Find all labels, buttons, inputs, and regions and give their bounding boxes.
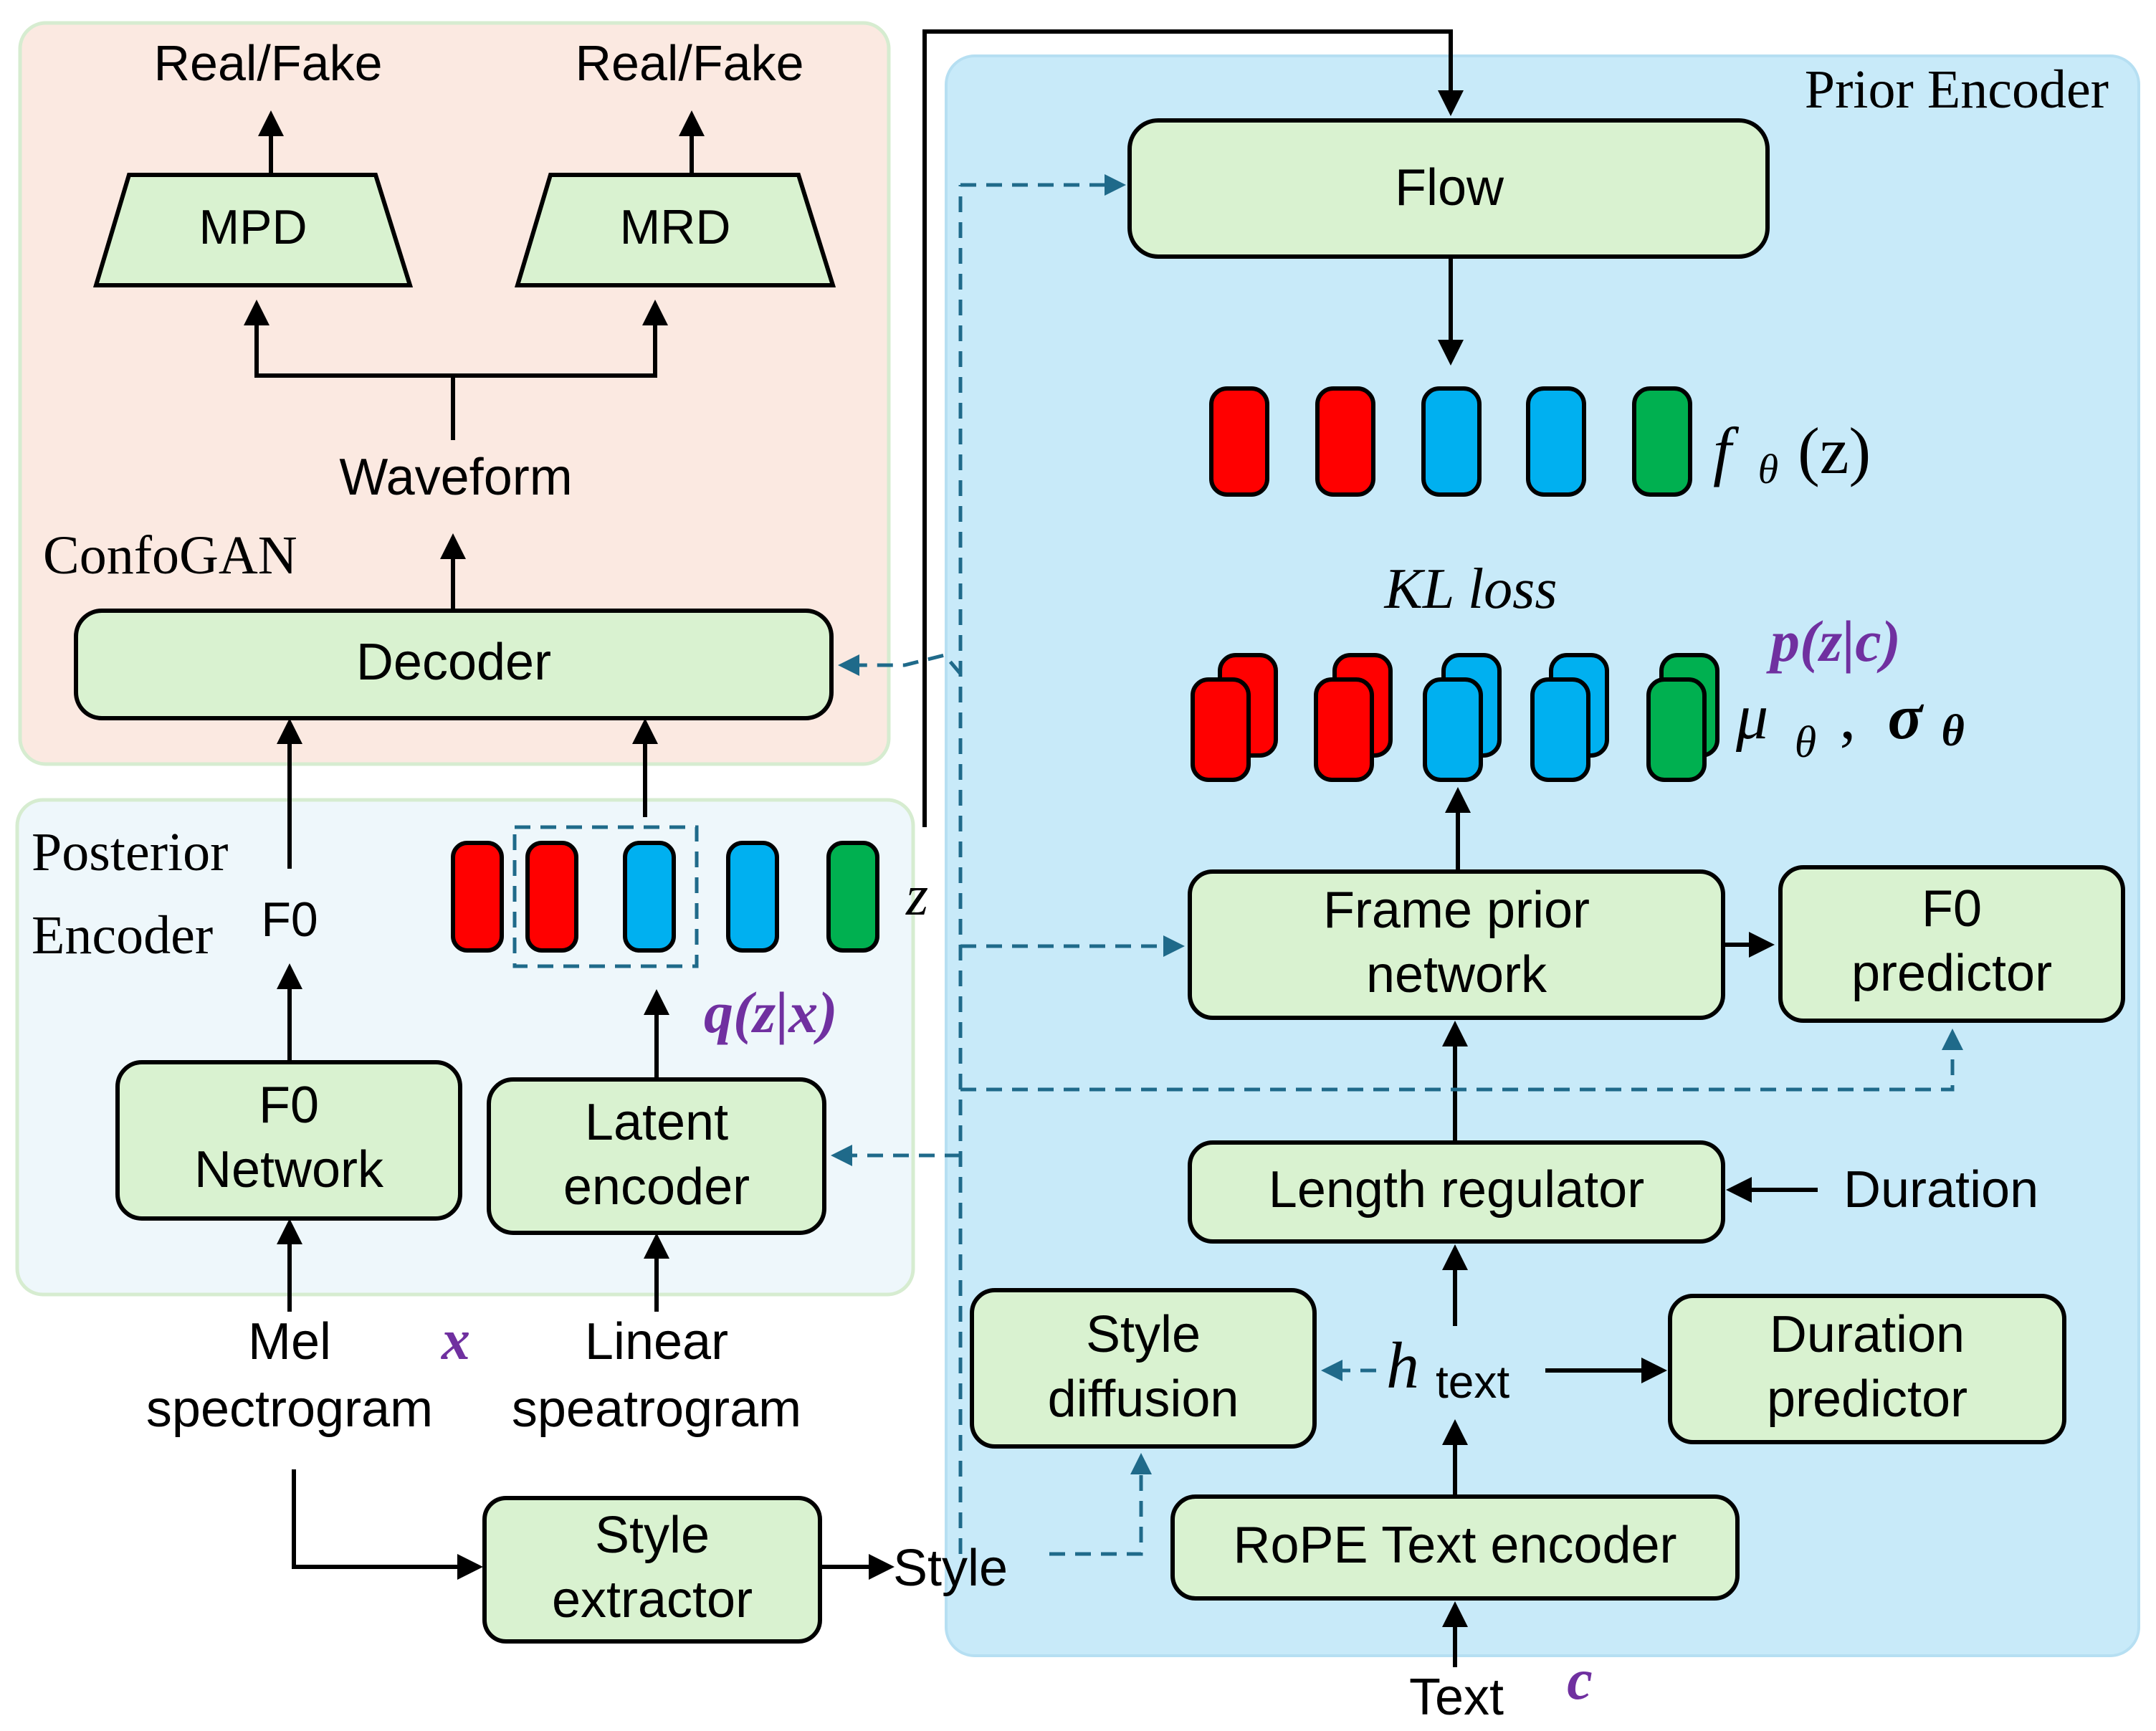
prior-token-front — [1191, 677, 1251, 782]
q-zx-label: q(z|x) — [704, 980, 838, 1045]
style-extractor-block — [482, 1496, 822, 1644]
c-label: c — [1567, 1649, 1593, 1712]
waveform-label: Waveform — [339, 449, 572, 506]
prior-token-front — [1423, 677, 1483, 782]
p-zc-label: p(z|c) — [1766, 609, 1901, 674]
h-symbol: h — [1386, 1329, 1419, 1402]
style-to-decoder-dashed — [838, 653, 962, 676]
waveform-split-line — [254, 305, 657, 378]
f0-predictor-line1: F0 — [1922, 880, 1982, 938]
theta-subscript: θ — [1758, 446, 1779, 492]
duration-predictor-block — [1668, 1294, 2066, 1444]
sigma-symbol: σ — [1888, 682, 1924, 753]
f0-network-line2: Network — [194, 1141, 384, 1198]
prior-stat-tokens — [1191, 653, 1719, 782]
confogan-title: ConfoGAN — [43, 525, 297, 586]
linear-line2: speatrogram — [512, 1380, 801, 1438]
f-theta-label: f θ (z) — [1713, 414, 1871, 497]
decoder-label: Decoder — [356, 634, 551, 691]
flow-token — [1421, 386, 1482, 497]
frame-prior-line2: network — [1366, 946, 1547, 1003]
style-diffusion-block — [970, 1288, 1317, 1449]
posterior-title-line1: Posterior — [32, 822, 228, 882]
real-fake-right: Real/Fake — [575, 35, 803, 91]
mrd-label: MRD — [620, 200, 731, 254]
sigma-subscript: θ — [1942, 707, 1965, 755]
h-subscript: text — [1436, 1356, 1509, 1408]
flow-token — [1632, 386, 1692, 497]
flow-token — [1526, 386, 1586, 497]
duration-predictor-line2: predictor — [1767, 1370, 1967, 1428]
style-diffusion-line2: diffusion — [1048, 1370, 1239, 1428]
duration-label: Duration — [1843, 1161, 2038, 1219]
frame-prior-line1: Frame prior — [1323, 882, 1590, 939]
length-regulator-label: Length regulator — [1269, 1161, 1644, 1219]
latent-token — [525, 841, 578, 953]
style-to-f0predictor-dashed — [960, 1029, 1963, 1092]
f0-predictor-block — [1778, 865, 2125, 1023]
mu-subscript: θ — [1795, 718, 1816, 767]
kl-loss-label: KL loss — [1384, 558, 1558, 621]
posterior-title-line2: Encoder — [32, 905, 213, 965]
style-label: Style — [893, 1540, 1008, 1597]
flow-token — [1315, 386, 1375, 497]
mel-to-style-line — [292, 1469, 483, 1580]
f-symbol: f — [1713, 414, 1740, 487]
latent-encoder-line2: encoder — [563, 1158, 750, 1216]
length-regulator-block — [1188, 1140, 1725, 1244]
h-text-label: h text — [1386, 1329, 1509, 1408]
posterior-latent-tokens — [451, 841, 879, 953]
rope-text-encoder-label: RoPE Text encoder — [1233, 1517, 1676, 1574]
linear-line1: Linear — [585, 1313, 728, 1370]
f0-network-line1: F0 — [259, 1077, 319, 1134]
prior-encoder-title: Prior Encoder — [1805, 59, 2109, 120]
latent-token — [826, 841, 879, 953]
style-extractor-line1: Style — [595, 1507, 710, 1564]
latent-token — [451, 841, 504, 953]
f-argument: (z) — [1798, 414, 1871, 487]
prior-token-front — [1530, 677, 1590, 782]
flow-label: Flow — [1395, 159, 1504, 216]
latent-selection-box — [512, 825, 699, 968]
x-label: x — [441, 1309, 470, 1372]
real-fake-left: Real/Fake — [153, 35, 382, 91]
z-label: z — [905, 864, 928, 928]
latent-token — [623, 841, 676, 953]
mu-symbol: μ — [1735, 682, 1768, 753]
text-label: Text — [1409, 1669, 1504, 1726]
style-extractor-line2: extractor — [552, 1571, 753, 1629]
mel-line2: spectrogram — [146, 1380, 433, 1438]
style-to-diffusion-dashed — [1049, 1453, 1152, 1556]
f0-label: F0 — [261, 892, 318, 947]
mpd-block — [92, 173, 414, 287]
mpd-label: MPD — [199, 200, 307, 254]
flow-token — [1209, 386, 1269, 497]
style-diffusion-line1: Style — [1086, 1306, 1201, 1363]
prior-token-front — [1314, 677, 1374, 782]
latent-encoder-line1: Latent — [585, 1094, 728, 1151]
flow-output-tokens — [1209, 386, 1692, 497]
duration-predictor-line1: Duration — [1770, 1306, 1965, 1363]
comma: , — [1840, 682, 1856, 753]
f0-predictor-line2: predictor — [1851, 945, 2052, 1002]
mel-line1: Mel — [248, 1313, 331, 1370]
latent-token — [726, 841, 779, 953]
z-to-flow-line — [922, 29, 1464, 827]
mu-sigma-label: μ θ , σ θ — [1735, 682, 1965, 771]
prior-token-front — [1646, 677, 1707, 782]
rope-text-encoder-block — [1170, 1494, 1740, 1601]
mrd-block — [514, 173, 836, 287]
